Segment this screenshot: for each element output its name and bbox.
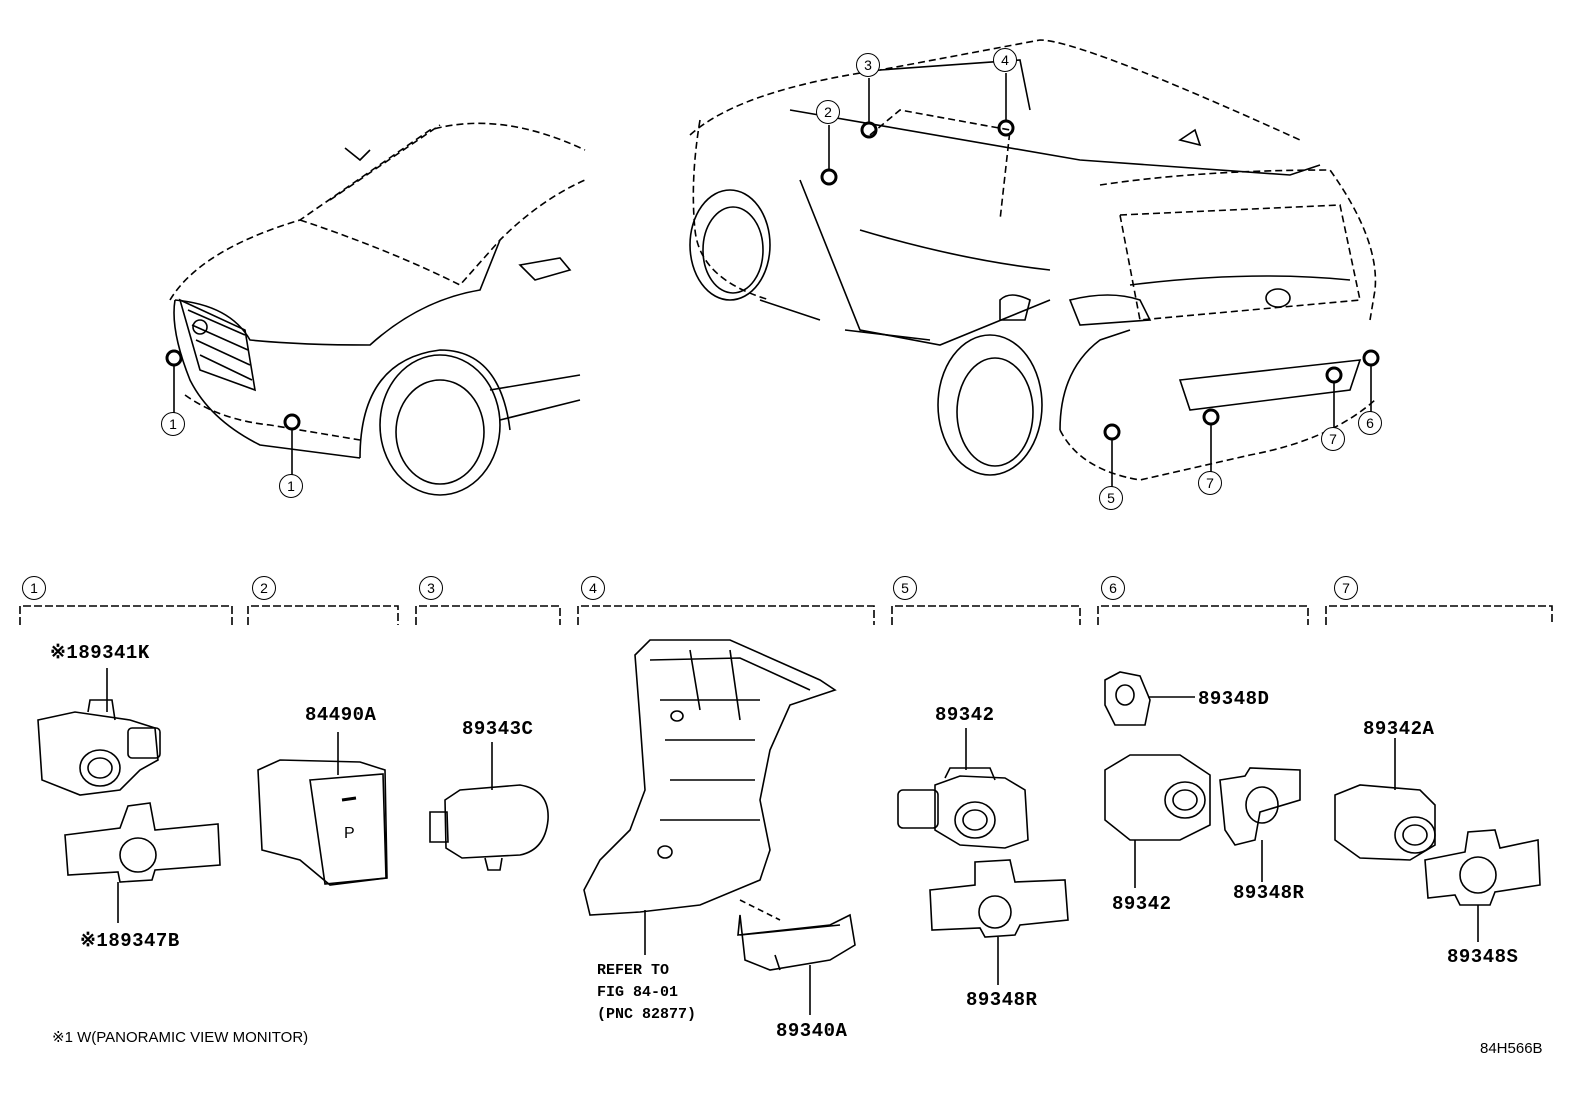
part-label-g6-bracket: 89348R (1233, 882, 1305, 904)
rear-vehicle-illustration (689, 39, 1380, 487)
callout-6: 6 (1358, 411, 1382, 435)
group-number-7: 7 (1334, 576, 1358, 600)
part-label-g6-sensor: 89342 (1112, 893, 1172, 915)
callout-2: 2 (816, 100, 840, 124)
front-vehicle-illustration (165, 122, 586, 496)
group3-buzzer-illustration (429, 742, 549, 871)
part-label-g3-buzzer: 89343C (462, 718, 534, 740)
part-label-g4-ecu: 89340A (776, 1020, 848, 1042)
callout-5: 5 (1099, 486, 1123, 510)
part-label-g7-bracket: 89348S (1447, 946, 1519, 968)
group-number-1: 1 (22, 576, 46, 600)
group5-sensor-illustration (897, 728, 1029, 849)
callout-4: 4 (993, 48, 1017, 72)
part-label-g1-bracket: ※189347B (80, 930, 180, 952)
group1-sensor-illustration (37, 668, 161, 796)
group-number-6: 6 (1101, 576, 1125, 600)
svg-text:P: P (344, 825, 355, 842)
callout-1-front-bottom: 1 (279, 474, 303, 498)
part-label-g5-bracket: 89348R (966, 989, 1038, 1011)
group5-bracket-illustration (929, 859, 1069, 985)
group-brackets (19, 605, 1553, 625)
group6-bracket-illustration (1219, 767, 1301, 882)
group4-ecu-bracket-illustration (583, 639, 856, 1015)
part-label-g2-switch: 84490A (305, 704, 377, 726)
callout-1-front-top: 1 (161, 412, 185, 436)
part-label-g6-cover: 89348D (1198, 688, 1270, 710)
group-number-2: 2 (252, 576, 276, 600)
group6-cover-illustration (1104, 671, 1195, 726)
group7-sensor-illustration (1334, 738, 1436, 861)
part-label-g1-sensor: ※189341K (50, 642, 150, 664)
callout-3: 3 (856, 53, 880, 77)
part-label-g7-sensor: 89342A (1363, 718, 1435, 740)
callout-7a: 7 (1198, 471, 1222, 495)
group-number-4: 4 (581, 576, 605, 600)
group1-bracket-illustration (64, 802, 221, 923)
group-number-3: 3 (419, 576, 443, 600)
refer-note: REFER TO FIG 84-01 (PNC 82877) (597, 962, 697, 1023)
diagram-id: 84H566B (1480, 1040, 1543, 1057)
part-label-g5-sensor: 89342 (935, 704, 995, 726)
group7-bracket-illustration (1424, 829, 1541, 942)
footnote: ※1 W(PANORAMIC VIEW MONITOR) (52, 1029, 309, 1046)
group6-sensor-illustration (1104, 754, 1211, 888)
group2-switch-illustration: P (257, 732, 388, 886)
group-number-5: 5 (893, 576, 917, 600)
callout-7b: 7 (1321, 427, 1345, 451)
